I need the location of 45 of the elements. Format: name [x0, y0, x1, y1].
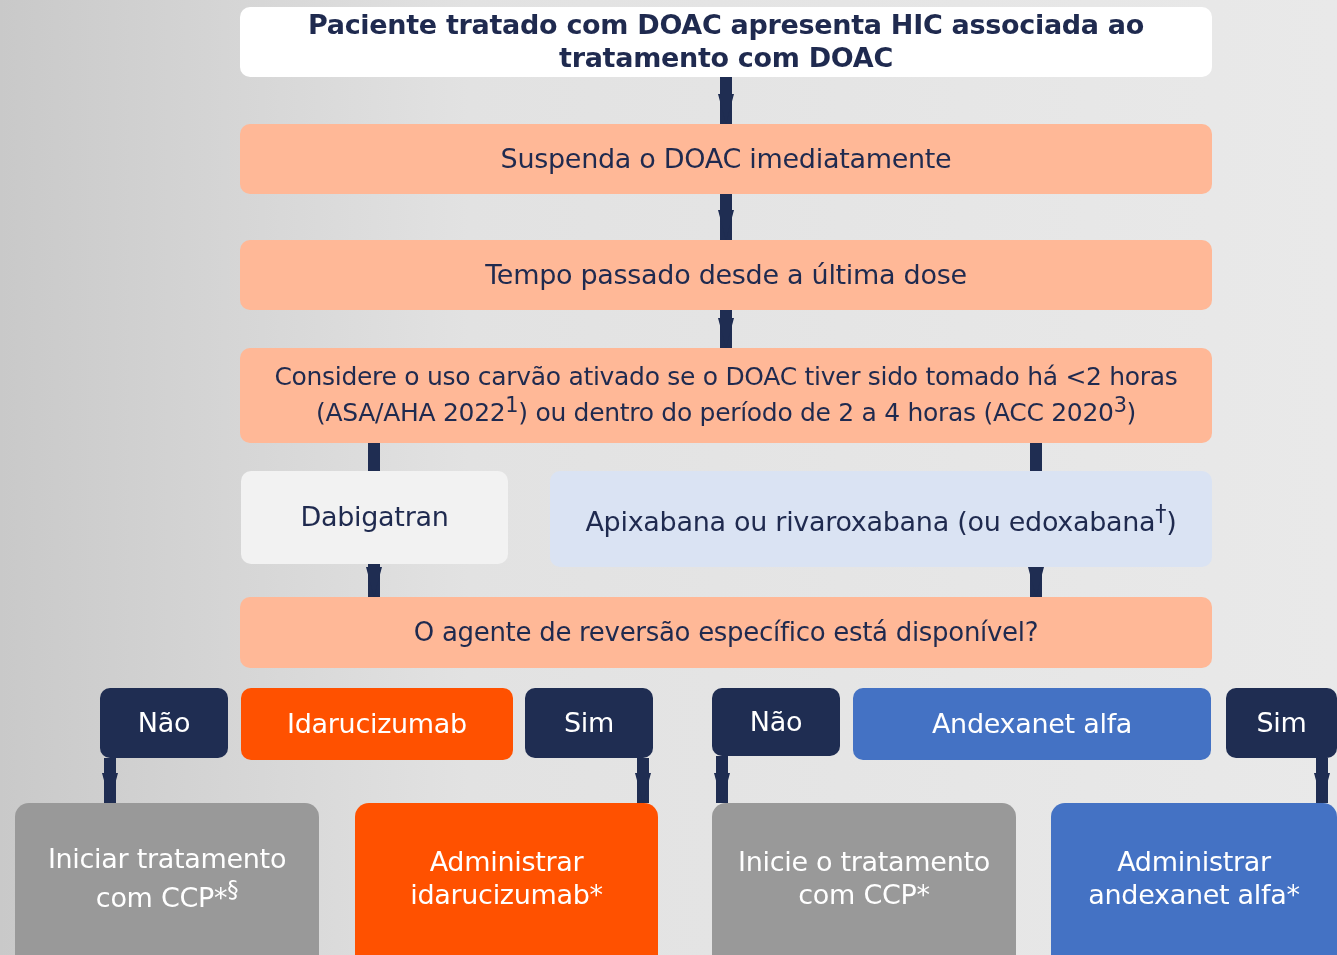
- arrow: [102, 758, 118, 803]
- step-text: Inicie o tratamento com CCP*: [737, 846, 991, 912]
- answer-box: [100, 688, 228, 758]
- agent-box: [241, 688, 513, 760]
- arrow: [1028, 567, 1044, 597]
- step-text: Não: [137, 706, 191, 740]
- step-text: Administrar idarucizumab*: [409, 846, 604, 912]
- outcome-box: [355, 803, 658, 955]
- drug-box: [241, 471, 508, 564]
- step-text: Tempo passado desde a última dose: [485, 258, 967, 292]
- start-box: [240, 7, 1212, 77]
- step-text: Suspenda o DOAC imediatamente: [500, 142, 952, 176]
- step-text: Considere o uso carvão ativado se o DOAC tiver sido tomado há <2 horas (ASA/AHA 2022$^{1}$) ou dentro do período de 2 a 4 horas (ACC 2020$^{3}$): [273, 362, 1179, 429]
- arrow: [635, 758, 651, 803]
- process-box: [240, 240, 1212, 310]
- agent-box: [853, 688, 1211, 760]
- outcome-box: [712, 803, 1016, 955]
- step-text: Administrar andexanet alfa*: [1087, 846, 1301, 912]
- arrow: [718, 77, 734, 124]
- step-text: Paciente tratado com DOAC apresenta HIC associada ao tratamento com DOAC: [306, 9, 1146, 75]
- drug-box: [550, 471, 1212, 567]
- arrow: [718, 310, 734, 348]
- arrow: [1314, 758, 1330, 803]
- connector-line: [368, 443, 380, 471]
- decision-box: [240, 597, 1212, 668]
- outcome-box: [1051, 803, 1337, 955]
- process-box: [240, 124, 1212, 194]
- step-text: Andexanet alfa: [931, 707, 1133, 741]
- step-text: Dabigatran: [300, 501, 449, 534]
- step-text: Não: [749, 705, 803, 739]
- step-text: Idarucizumab: [287, 707, 467, 741]
- step-text: Apixabana ou rivaroxabana (ou edoxabana$^{†}$): [585, 499, 1177, 539]
- step-text: O agente de reversão específico está disponível?: [413, 616, 1039, 649]
- step-text: Sim: [563, 706, 614, 740]
- step-text: Iniciar tratamento com CCP*$^{§}$: [46, 843, 288, 915]
- answer-box: [525, 688, 653, 758]
- arrow: [714, 756, 730, 803]
- answer-box: [1226, 688, 1337, 758]
- answer-box: [712, 688, 840, 756]
- outcome-box: [15, 803, 319, 955]
- arrow: [366, 564, 382, 597]
- step-text: Sim: [1256, 706, 1307, 740]
- connector-line: [1030, 443, 1042, 471]
- process-box: [240, 348, 1212, 443]
- arrow: [718, 194, 734, 240]
